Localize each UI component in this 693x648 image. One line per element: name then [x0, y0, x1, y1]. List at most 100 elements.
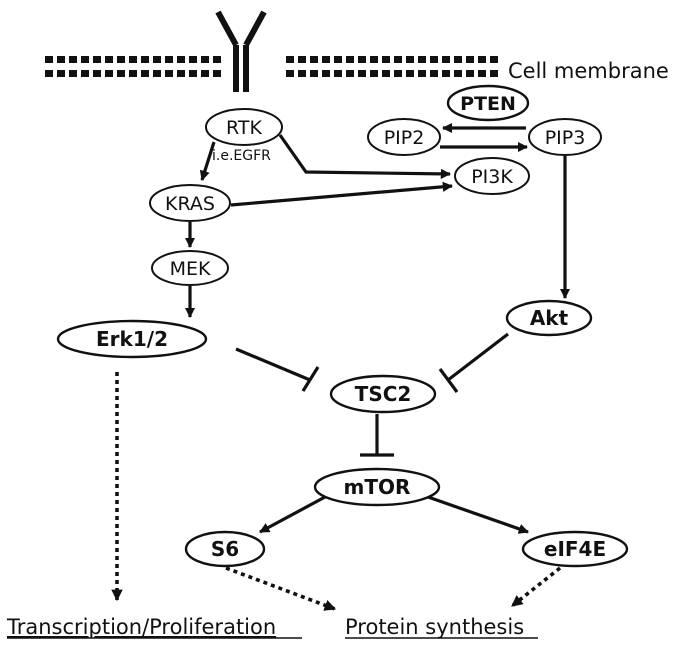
membrane-dash — [442, 56, 450, 63]
membrane-dash — [322, 56, 330, 63]
tsc2-label: TSC2 — [355, 382, 412, 406]
inhibit-tsc2-mtor — [360, 414, 394, 457]
node-mtor: mTOR — [313, 467, 441, 507]
inhibit-akt-tsc2 — [438, 332, 509, 393]
membrane-dash — [334, 70, 342, 77]
s6-label: S6 — [211, 537, 239, 561]
membrane-dash — [105, 70, 113, 77]
membrane-dash — [57, 56, 65, 63]
membrane-dash — [69, 56, 77, 63]
membrane-dash — [334, 56, 342, 63]
membrane-dash — [298, 70, 306, 77]
membrane-dash — [93, 56, 101, 63]
membrane-dash — [153, 70, 161, 77]
node-erk: Erk1/2 — [56, 319, 208, 359]
node-akt: Akt — [505, 299, 593, 337]
membrane-dash — [418, 70, 426, 77]
mtor-label: mTOR — [344, 475, 411, 499]
membrane-dash — [454, 56, 462, 63]
membrane-dash — [310, 70, 318, 77]
membrane-dash — [346, 56, 354, 63]
membrane-dash — [153, 56, 161, 63]
membrane-dash — [430, 56, 438, 63]
rtk-label: RTK — [226, 117, 262, 139]
membrane-dash — [382, 56, 390, 63]
arrow-mtor-s6 — [259, 495, 326, 534]
membrane-dash — [201, 70, 209, 77]
membrane-dash — [81, 56, 89, 63]
transcription-proliferation-label: Transcription/Proliferation — [6, 615, 276, 639]
membrane-dash — [358, 56, 366, 63]
membrane-dash — [370, 70, 378, 77]
membrane-dash — [213, 70, 221, 77]
membrane-dash — [45, 70, 53, 77]
pten-label: PTEN — [460, 93, 516, 115]
node-pip3: PIP3 — [528, 118, 602, 156]
membrane-dash — [165, 56, 173, 63]
membrane-dash — [478, 56, 486, 63]
akt-label: Akt — [530, 306, 569, 330]
membrane-dash — [454, 70, 462, 77]
membrane-dash — [406, 70, 414, 77]
membrane-dash — [382, 70, 390, 77]
membrane-dash — [442, 70, 450, 77]
membrane-dash — [286, 70, 294, 77]
mek-label: MEK — [170, 258, 211, 280]
node-tsc2: TSC2 — [329, 374, 437, 414]
membrane-dash — [310, 56, 318, 63]
membrane-dash — [418, 56, 426, 63]
arrow-rtk-pi3k — [278, 134, 452, 179]
node-eif4e: eIF4E — [521, 530, 629, 568]
membrane-dash — [105, 56, 113, 63]
membrane-dash — [69, 70, 77, 77]
membrane-dash — [165, 70, 173, 77]
membrane-dash — [478, 70, 486, 77]
membrane-dash — [298, 56, 306, 63]
membrane-dash — [490, 56, 498, 63]
node-pten: PTEN — [446, 84, 530, 122]
eif4e-label: eIF4E — [544, 537, 606, 561]
node-s6: S6 — [184, 530, 266, 568]
membrane-dash — [93, 70, 101, 77]
membrane-dash — [394, 70, 402, 77]
membrane-dash — [129, 56, 137, 63]
pip2-label: PIP2 — [384, 127, 425, 149]
membrane-dash — [141, 70, 149, 77]
membrane-dash — [141, 56, 149, 63]
membrane-dash — [189, 70, 197, 77]
membrane-dash — [466, 70, 474, 77]
cell-membrane-label: Cell membrane — [508, 59, 669, 83]
membrane-dash — [346, 70, 354, 77]
node-kras: KRAS — [149, 184, 231, 222]
arrow-rtk-kras — [199, 141, 216, 181]
arrow-kras-pi3k — [230, 181, 454, 207]
pi3k-label: PI3K — [471, 166, 513, 188]
erk-label: Erk1/2 — [96, 327, 168, 351]
membrane-dash — [286, 56, 294, 63]
node-rtk: RTK — [205, 108, 283, 146]
membrane-dash — [466, 56, 474, 63]
receptor-icon — [215, 10, 267, 92]
membrane-dash — [358, 70, 366, 77]
membrane-dash — [81, 70, 89, 77]
kras-label: KRAS — [165, 193, 215, 215]
membrane-dash — [177, 56, 185, 63]
membrane-dash — [201, 56, 209, 63]
membrane-dash — [490, 70, 498, 77]
node-pip2: PIP2 — [367, 118, 441, 156]
membrane-dash — [177, 70, 185, 77]
membrane-dash — [117, 70, 125, 77]
membrane-dash — [45, 56, 53, 63]
membrane-dash — [406, 56, 414, 63]
cell-membrane — [45, 56, 498, 77]
inhibit-erk-tsc2 — [235, 347, 320, 392]
pip3-label: PIP3 — [545, 127, 586, 149]
node-mek: MEK — [151, 250, 229, 286]
arrow-mtor-eif4e — [427, 495, 529, 534]
dotted-arrow-eif4e-protein — [510, 566, 562, 608]
membrane-dash — [117, 56, 125, 63]
membrane-dash — [370, 56, 378, 63]
membrane-dash — [189, 56, 197, 63]
